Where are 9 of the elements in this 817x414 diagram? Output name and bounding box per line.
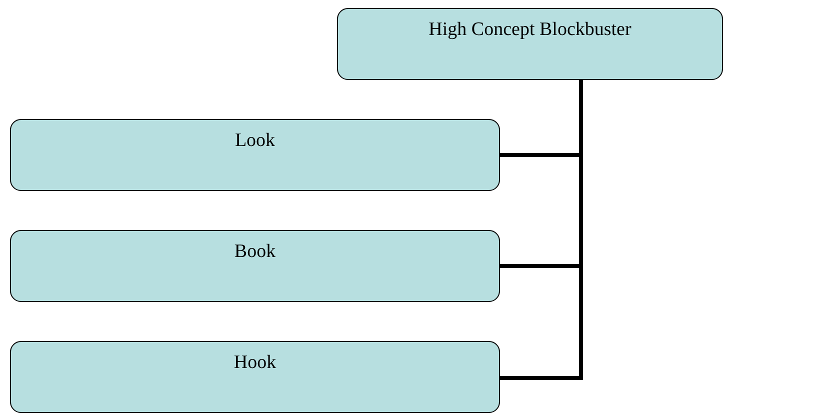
box-label: High Concept Blockbuster bbox=[428, 19, 632, 41]
box-label: Look bbox=[234, 130, 276, 152]
process-box bbox=[10, 230, 500, 302]
connector-line bbox=[500, 80, 583, 380]
box-label: Book bbox=[234, 241, 276, 263]
process-box bbox=[337, 8, 723, 80]
process-box bbox=[10, 341, 500, 413]
process-box bbox=[10, 119, 500, 191]
box-label: Hook bbox=[234, 352, 276, 374]
